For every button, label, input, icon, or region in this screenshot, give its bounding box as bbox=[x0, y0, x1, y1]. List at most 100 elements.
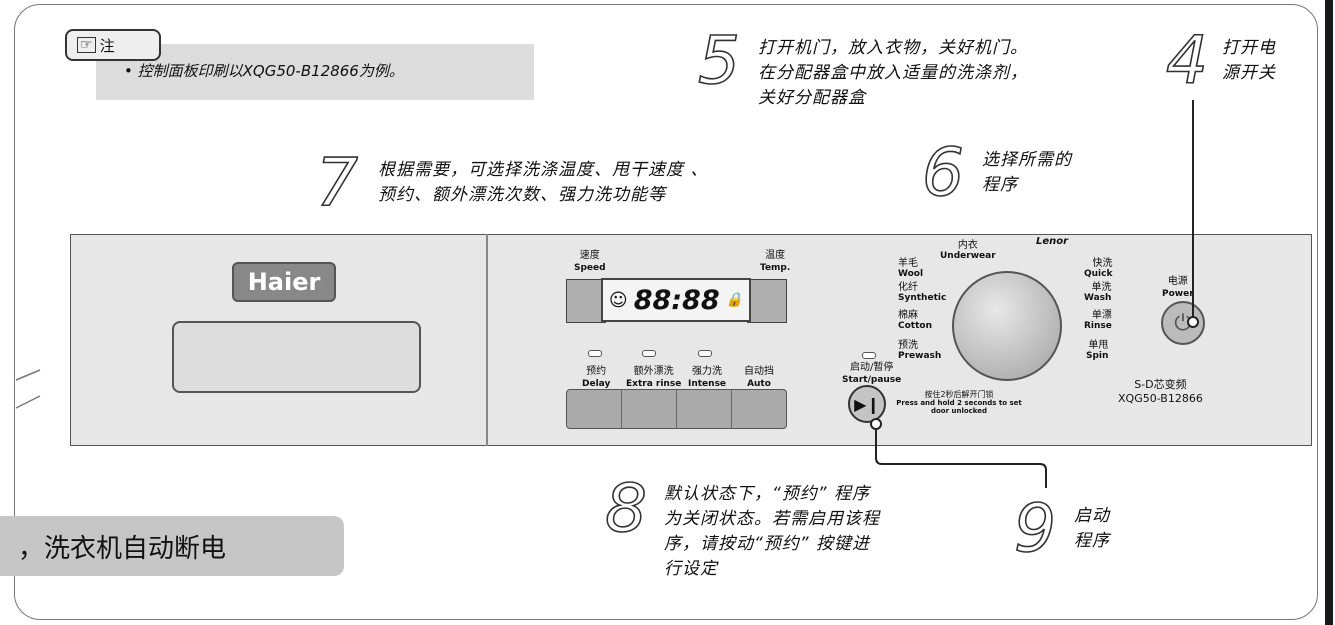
start-label-cn: 启动/暂停 bbox=[849, 362, 894, 373]
auto-label: 自动挡 Auto bbox=[744, 366, 774, 390]
start-led bbox=[862, 352, 876, 359]
program-spin-cn: 单甩 bbox=[1088, 340, 1109, 351]
power-label-cn: 电源 bbox=[1167, 276, 1188, 287]
power-label-en: Power bbox=[1162, 289, 1194, 299]
step-number-7: 7 bbox=[315, 144, 359, 221]
extra-rinse-button[interactable] bbox=[622, 390, 677, 428]
program-dial[interactable] bbox=[952, 271, 1062, 381]
step-7-text: 根据需要，可选择洗涤温度、甩干速度 、 预约、额外漂洗次数、强力洗功能等 bbox=[378, 158, 708, 208]
lcd-value: 88:88 bbox=[633, 284, 720, 316]
step-7-line: 根据需要，可选择洗涤温度、甩干速度 、 bbox=[378, 160, 709, 180]
intense-label-en: Intense bbox=[688, 379, 727, 389]
step-6-text: 选择所需的 程序 bbox=[982, 148, 1072, 198]
speed-button[interactable] bbox=[566, 279, 606, 323]
brand-logo: Haier bbox=[232, 262, 336, 302]
step-number-8: 8 bbox=[604, 470, 648, 547]
model-label: S-D芯变频 XQG50-B12866 bbox=[1118, 378, 1203, 406]
program-underwear-en: Underwear bbox=[940, 251, 996, 261]
function-button-row bbox=[566, 389, 787, 429]
extra-rinse-label-en: Extra rinse bbox=[626, 379, 682, 389]
power-button[interactable]: ⏻ bbox=[1161, 301, 1205, 345]
temp-button[interactable] bbox=[747, 279, 787, 323]
auto-label-cn: 自动挡 bbox=[744, 366, 774, 377]
note-box bbox=[96, 44, 534, 100]
step-5-line: 打开机门，放入衣物，关好机门。 bbox=[758, 38, 1028, 58]
program-wash-en: Wash bbox=[1084, 293, 1112, 303]
model-number: XQG50-B12866 bbox=[1118, 392, 1203, 405]
panel-divider bbox=[486, 234, 488, 446]
power-icon: ⏻ bbox=[1174, 310, 1192, 336]
delay-button[interactable] bbox=[567, 390, 622, 428]
program-wash-cn: 单洗 bbox=[1091, 282, 1112, 293]
temp-label-cn: 温度 bbox=[765, 250, 786, 261]
start-label-en: Start/pause bbox=[842, 375, 902, 385]
temp-label: 温度 Temp. bbox=[760, 250, 790, 274]
program-underwear-cn: 内衣 bbox=[957, 240, 978, 251]
program-wool-cn: 羊毛 bbox=[898, 258, 918, 269]
intense-button[interactable] bbox=[677, 390, 732, 428]
program-quick-cn: 快洗 bbox=[1092, 258, 1113, 269]
delay-label-en: Delay bbox=[582, 379, 611, 389]
note-tag-label: 注 bbox=[99, 36, 115, 55]
step-8-line: 默认状态下，“预约” 程序 bbox=[664, 484, 871, 504]
speed-label-cn: 速度 bbox=[579, 250, 600, 261]
lenor-logo: Lenor bbox=[1036, 236, 1069, 247]
program-synthetic-cn: 化纤 bbox=[898, 282, 918, 293]
extra-rinse-led bbox=[642, 350, 656, 357]
delay-label-cn: 预约 bbox=[586, 366, 607, 377]
step-5-text: 打开机门，放入衣物，关好机门。 在分配器盒中放入适量的洗涤剂， 关好分配器盒 bbox=[758, 36, 1028, 111]
power-label: 电源 Power bbox=[1162, 276, 1194, 300]
step-number-6: 6 bbox=[921, 134, 965, 211]
speed-label: 速度 Speed bbox=[574, 250, 606, 274]
program-cotton-en: Cotton bbox=[898, 321, 932, 331]
start-pause-button[interactable]: ▶❙ bbox=[848, 385, 886, 423]
intense-label-cn: 强力洗 bbox=[692, 366, 723, 377]
page-edge-bar bbox=[1325, 0, 1333, 625]
baby-lock-icon: ☺ bbox=[608, 289, 628, 311]
step-8-text: 默认状态下，“预约” 程序 为关闭状态。若需启用该程 序，请按动“预约” 按键进… bbox=[664, 482, 880, 582]
step-9-text: 启动 程序 bbox=[1074, 504, 1110, 554]
program-wool-en: Wool bbox=[898, 269, 924, 279]
note-tag: ☞ 注 bbox=[65, 29, 161, 61]
program-rinse-en: Rinse bbox=[1084, 321, 1112, 331]
step-number-9: 9 bbox=[1013, 490, 1057, 567]
step-9-line: 程序 bbox=[1074, 531, 1110, 551]
note-text: • 控制面板印刷以XQG50-B12866为例。 bbox=[124, 62, 404, 80]
step-7-line: 预约、额外漂洗次数、强力洗功能等 bbox=[378, 185, 666, 205]
pointer-icon: ☞ bbox=[77, 37, 96, 53]
program-prewash-en: Prewash bbox=[898, 351, 942, 361]
step-number-4: 4 bbox=[1165, 22, 1209, 99]
step-4-line: 源开关 bbox=[1222, 63, 1276, 83]
play-pause-icon: ▶❙ bbox=[854, 394, 880, 414]
intense-label: 强力洗 Intense bbox=[688, 366, 726, 390]
auto-power-off-banner: ，洗衣机自动断电 bbox=[0, 516, 344, 576]
step-8-line: 序，请按动“预约” 按键进 bbox=[664, 534, 871, 554]
step-8-line: 为关闭状态。若需启用该程 bbox=[664, 509, 880, 529]
step-number-5: 5 bbox=[697, 22, 741, 99]
step-4-line: 打开电 bbox=[1222, 38, 1276, 58]
auto-label-en: Auto bbox=[747, 379, 771, 389]
temp-label-en: Temp. bbox=[760, 263, 791, 273]
step-8-line: 行设定 bbox=[664, 559, 718, 579]
program-prewash-cn: 预洗 bbox=[898, 340, 918, 351]
speed-label-en: Speed bbox=[574, 263, 606, 273]
detergent-drawer[interactable] bbox=[172, 321, 421, 393]
lcd-display: ☺ 88:88 🔒 bbox=[601, 278, 751, 322]
step-6-line: 程序 bbox=[982, 175, 1018, 195]
program-spin-en: Spin bbox=[1086, 351, 1109, 361]
model-series: S-D芯变频 bbox=[1134, 378, 1187, 391]
delay-label: 预约 Delay bbox=[582, 366, 610, 390]
page-frame bbox=[14, 4, 1318, 620]
delay-led bbox=[588, 350, 602, 357]
